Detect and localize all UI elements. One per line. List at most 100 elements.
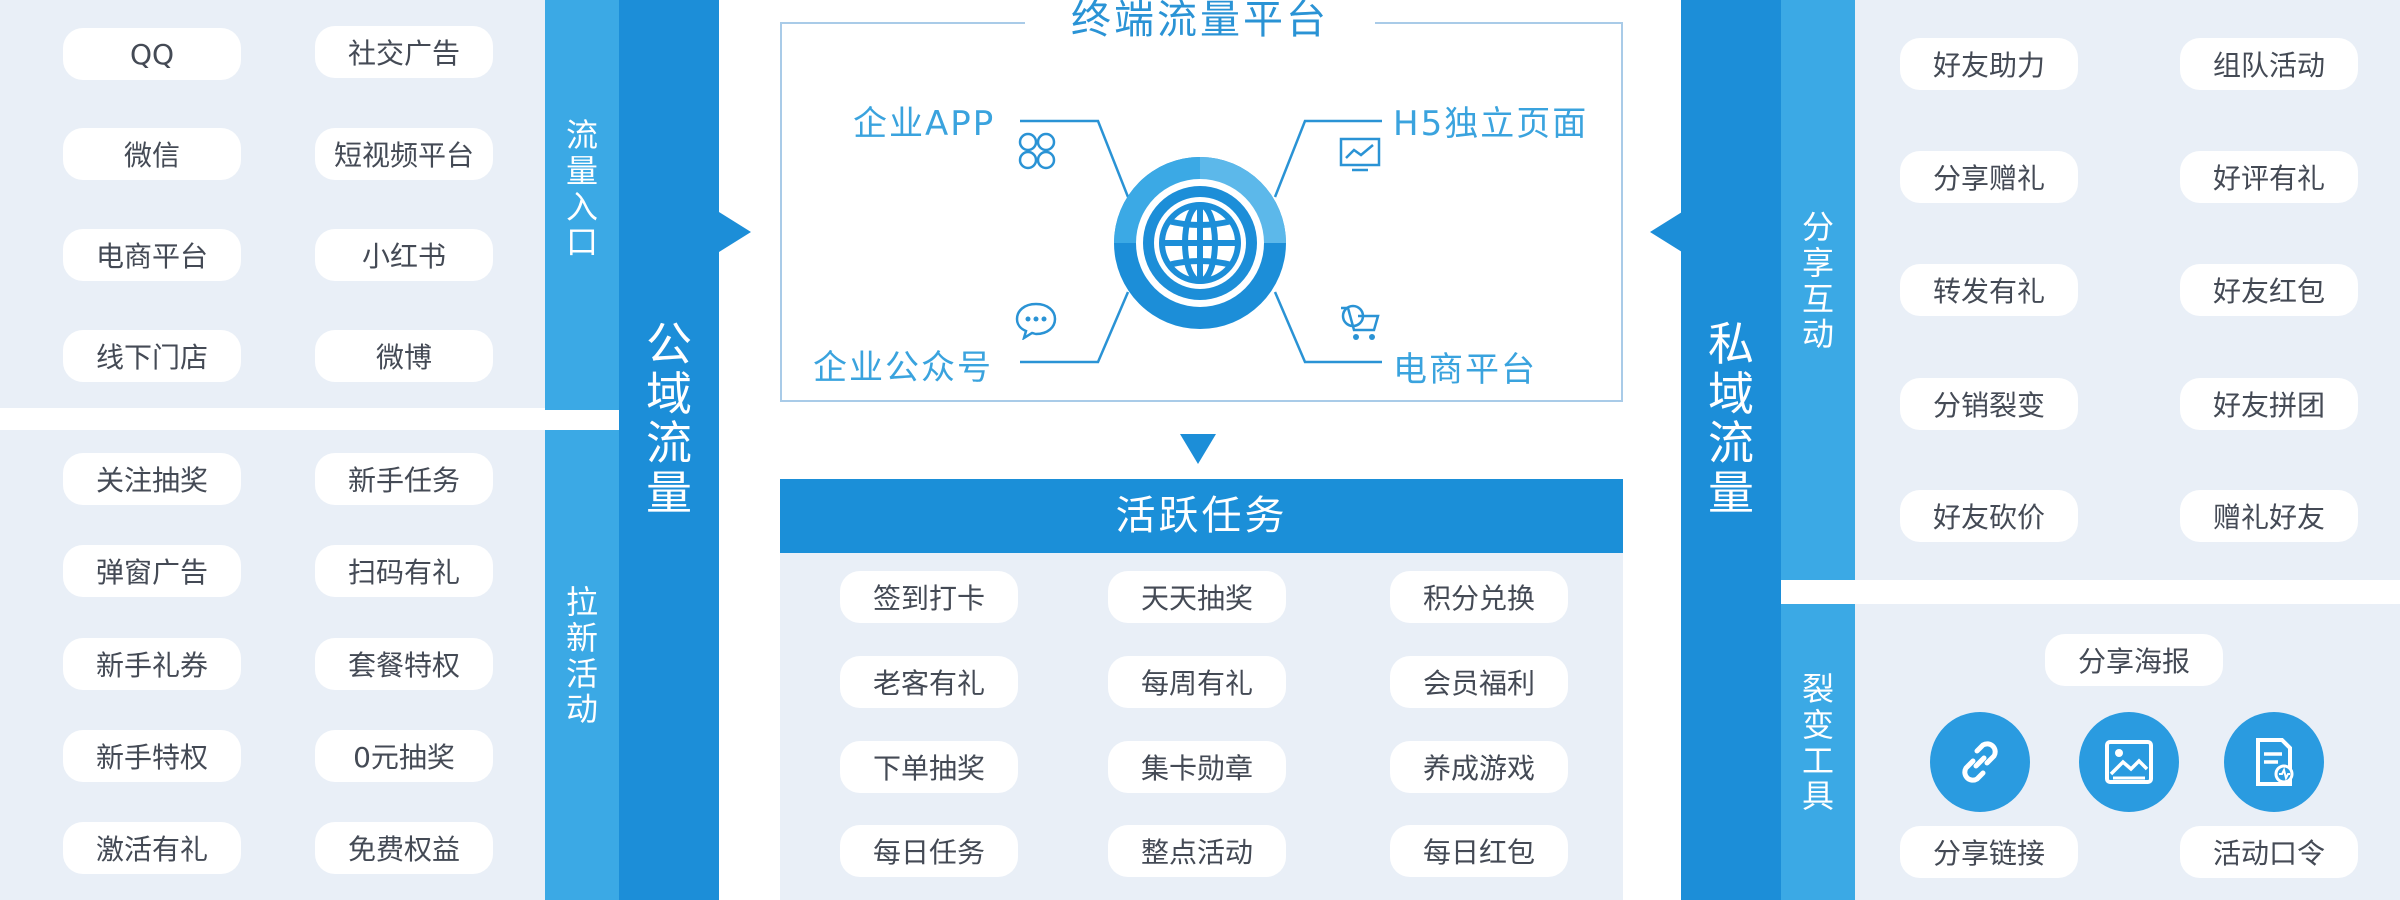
char: 互 xyxy=(1801,279,1834,318)
chat-bubble-icon xyxy=(1015,302,1057,340)
private-traffic-label: 私域流量 xyxy=(1681,317,1781,521)
pill-wechat: 微信 xyxy=(63,128,241,180)
char: 私 xyxy=(1708,317,1754,371)
pill-weibo: 微博 xyxy=(315,330,493,382)
right-band-main xyxy=(1681,0,1781,900)
pill-popup-ads: 弹窗广告 xyxy=(63,545,241,597)
char: 享 xyxy=(1801,243,1834,282)
right-band-light-top xyxy=(1781,0,1855,580)
char: 变 xyxy=(1801,705,1834,744)
task-member-benefits: 会员福利 xyxy=(1390,656,1568,708)
pill-offline-store: 线下门店 xyxy=(63,330,241,382)
share-poster-button[interactable] xyxy=(2079,712,2179,812)
platform-title: 终端流量平台 xyxy=(1025,0,1375,48)
char: 拉 xyxy=(565,583,598,621)
pill-team-activity: 组队活动 xyxy=(2180,38,2358,90)
pill-zero-lottery: 0元抽奖 xyxy=(315,730,493,782)
task-collect-badges: 集卡勋章 xyxy=(1108,741,1286,793)
pill-distribution: 分销裂变 xyxy=(1900,378,2078,430)
pill-newbie-task: 新手任务 xyxy=(315,453,493,505)
poster-icon xyxy=(2105,740,2153,784)
link-icon xyxy=(1962,741,1998,783)
active-tasks-header: 活跃任务 xyxy=(780,479,1623,553)
globe-icon xyxy=(1114,157,1286,329)
task-daily-lottery: 天天抽奖 xyxy=(1108,571,1286,623)
share-link-button[interactable] xyxy=(1930,712,2030,812)
monitor-chart-icon xyxy=(1339,137,1381,172)
char: 动 xyxy=(1801,315,1834,354)
node-ecommerce-platform: 电商平台 xyxy=(1393,350,1537,390)
pill-activation-gift: 激活有礼 xyxy=(63,822,241,874)
pill-follow-lottery: 关注抽奖 xyxy=(63,453,241,505)
pill-ecommerce: 电商平台 xyxy=(63,229,241,281)
node-h5-page: H5独立页面 xyxy=(1393,104,1589,144)
left-band-light-bottom xyxy=(545,430,619,900)
task-weekly-gift: 每周有礼 xyxy=(1108,656,1286,708)
right-band-top-label: 分享互动 xyxy=(1781,208,1855,354)
pill-forward-gift: 转发有礼 xyxy=(1900,264,2078,316)
task-hourly-event: 整点活动 xyxy=(1108,825,1286,877)
left-band-main xyxy=(619,0,719,900)
char: 具 xyxy=(1801,777,1834,816)
task-nurture-game: 养成游戏 xyxy=(1390,741,1568,793)
pill-friend-redpacket: 好友红包 xyxy=(2180,264,2358,316)
app-grid-icon xyxy=(1018,132,1056,170)
char: 分 xyxy=(1801,208,1834,246)
left-band-top-label: 流量入口 xyxy=(545,116,619,262)
char: 入 xyxy=(565,187,598,226)
pill-qq: QQ xyxy=(63,28,241,80)
activity-code-button[interactable] xyxy=(2224,712,2324,812)
char: 裂 xyxy=(1801,670,1834,708)
cart-icon xyxy=(1341,304,1380,340)
pill-friend-assist: 好友助力 xyxy=(1900,38,2078,90)
char: 量 xyxy=(565,151,598,190)
task-points-exchange: 积分兑换 xyxy=(1390,571,1568,623)
pill-short-video: 短视频平台 xyxy=(315,128,493,180)
char: 新 xyxy=(565,618,598,657)
public-traffic-label: 公域流量 xyxy=(619,317,719,521)
char: 公 xyxy=(646,317,692,371)
left-band-bottom-label: 拉新活动 xyxy=(545,583,619,729)
char: 域 xyxy=(1708,366,1754,421)
node-official-account: 企业公众号 xyxy=(813,348,993,388)
char: 量 xyxy=(1708,466,1754,521)
task-returning-gift: 老客有礼 xyxy=(840,656,1018,708)
task-checkin: 签到打卡 xyxy=(840,571,1018,623)
document-icon xyxy=(2256,738,2294,786)
pill-share-link: 分享链接 xyxy=(1900,826,2078,878)
pill-social-ads: 社交广告 xyxy=(315,26,493,78)
char: 域 xyxy=(646,366,692,421)
char: 量 xyxy=(646,466,692,521)
char: 口 xyxy=(565,223,598,262)
char: 流 xyxy=(1708,416,1754,471)
pill-newbie-privilege: 新手特权 xyxy=(63,730,241,782)
right-band-bottom-label: 裂变工具 xyxy=(1781,670,1855,816)
task-order-lottery: 下单抽奖 xyxy=(840,741,1018,793)
pill-free-rights: 免费权益 xyxy=(315,822,493,874)
right-band-light-bottom xyxy=(1781,604,1855,900)
char: 动 xyxy=(565,690,598,729)
pill-newbie-coupon: 新手礼券 xyxy=(63,638,241,690)
char: 工 xyxy=(1801,741,1834,780)
pill-share-poster: 分享海报 xyxy=(2045,634,2223,686)
pill-scan-gift: 扫码有礼 xyxy=(315,545,493,597)
pill-group-buy: 好友拼团 xyxy=(2180,378,2358,430)
pill-activity-code: 活动口令 xyxy=(2180,826,2358,878)
task-daily-task: 每日任务 xyxy=(840,825,1018,877)
pill-gift-friend: 赠礼好友 xyxy=(2180,490,2358,542)
task-daily-redpacket: 每日红包 xyxy=(1390,825,1568,877)
pill-package-privilege: 套餐特权 xyxy=(315,638,493,690)
pill-xiaohongshu: 小红书 xyxy=(315,229,493,281)
char: 流 xyxy=(646,416,692,471)
node-enterprise-app: 企业APP xyxy=(853,104,996,144)
pill-share-gift: 分享赠礼 xyxy=(1900,151,2078,203)
platform-connector-lines xyxy=(1020,119,1382,364)
right-arrow-icon xyxy=(719,212,751,252)
char: 活 xyxy=(565,654,598,693)
pill-price-cut: 好友砍价 xyxy=(1900,490,2078,542)
char: 流 xyxy=(565,116,598,154)
left-arrow-icon xyxy=(1650,212,1682,252)
pill-review-gift: 好评有礼 xyxy=(2180,151,2358,203)
down-arrow-icon xyxy=(1180,434,1216,464)
left-band-light-top xyxy=(545,0,619,410)
